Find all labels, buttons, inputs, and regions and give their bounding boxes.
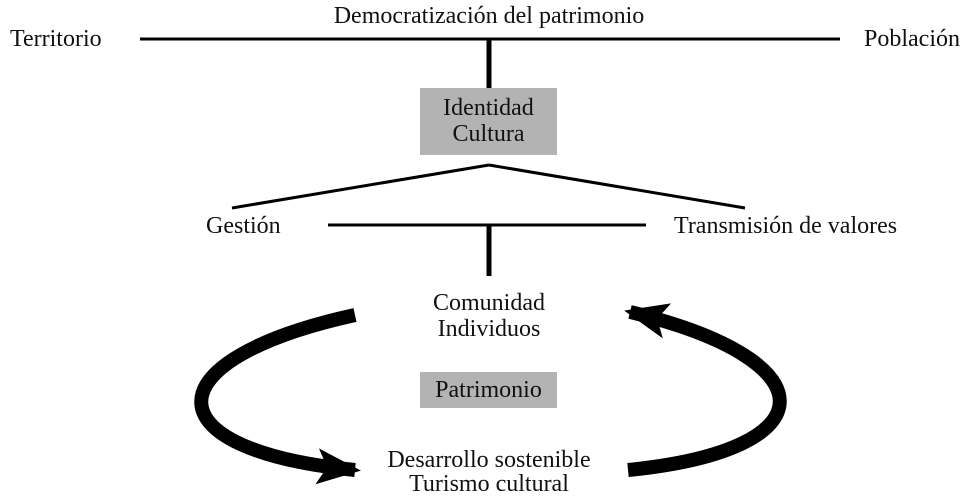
territory-label: Territorio	[10, 26, 102, 52]
values-transmission-label: Transmisión de valores	[674, 213, 898, 239]
individuals-label: Individuos	[437, 316, 541, 342]
culture-label: Cultura	[452, 121, 525, 147]
right-cycle-arrow	[624, 303, 787, 477]
cultural-tourism-label: Turismo cultural	[409, 471, 569, 497]
roof-line-right	[488, 163, 746, 210]
left-cycle-arrow	[194, 308, 361, 485]
democratization-title: Democratización del patrimonio	[333, 3, 645, 29]
identity-label: Identidad	[443, 95, 534, 121]
sustainable-development-label: Desarrollo sostenible	[387, 447, 591, 473]
population-label: Población	[864, 26, 960, 52]
management-label: Gestión	[206, 213, 281, 239]
heritage-box: Patrimonio	[420, 372, 557, 408]
roof-line-left	[231, 163, 490, 210]
community-label: Comunidad	[433, 290, 545, 316]
identity-culture-box: Identidad Cultura	[420, 88, 557, 155]
